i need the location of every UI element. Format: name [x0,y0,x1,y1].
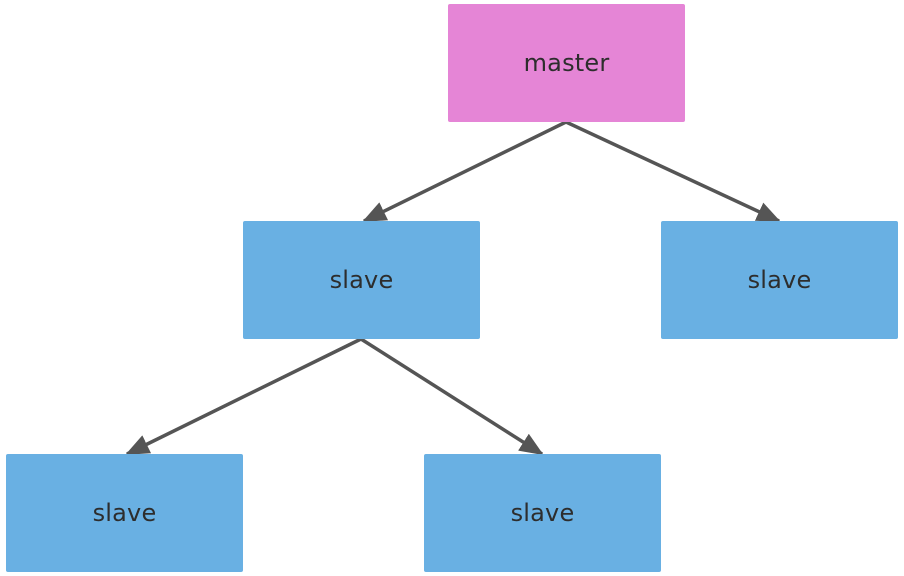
master-node: master [448,4,685,122]
edge-slave-1-to-slave-3 [125,337,362,456]
slave-node-3-label: slave [92,499,157,527]
slave-node-1-label: slave [329,266,394,294]
edge-master-to-slave-2 [565,120,781,223]
slave-node-3: slave [6,454,243,572]
edge-master-to-slave-1 [362,120,567,223]
slave-node-4: slave [424,454,661,572]
edge-slave-1-to-slave-4 [360,337,544,456]
slave-node-1: slave [243,221,480,339]
master-node-label: master [523,49,610,77]
slave-node-4-label: slave [510,499,575,527]
slave-node-2-label: slave [747,266,812,294]
slave-node-2: slave [661,221,898,339]
